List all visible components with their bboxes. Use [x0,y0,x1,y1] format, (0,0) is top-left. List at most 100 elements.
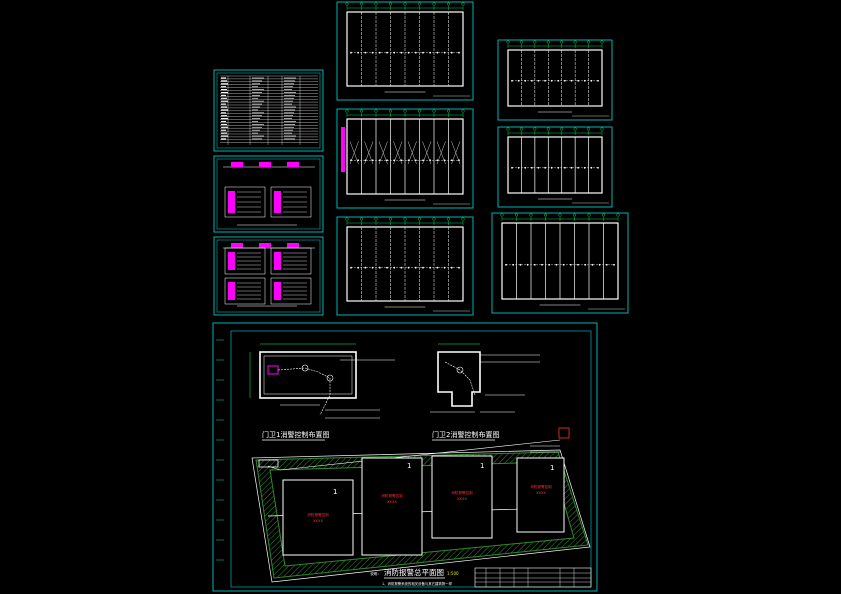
sheet-wiring-diagram-2[interactable] [213,236,324,316]
sheet-floor-plan-2[interactable] [336,108,474,209]
axis-bubble [544,213,548,217]
module-symbol [228,252,235,270]
floor-plan-content [341,109,470,205]
device-symbol [429,159,432,162]
sheet-border [491,212,629,314]
axis-bubble [374,217,378,221]
axis-bubble [587,40,591,44]
device-symbol [378,266,381,269]
sheet-floor-plan-4[interactable] [497,39,613,121]
device-symbol [436,51,439,54]
axis-bubble [602,213,606,217]
diagram-box [270,277,312,305]
device-symbol [598,263,601,266]
sheet-floor-plan-1[interactable] [336,1,474,101]
device-symbol [414,266,417,269]
building-number: 1 [550,464,554,472]
device-symbol [414,159,417,162]
site-boundary [251,449,591,583]
diagram-box [224,247,266,275]
guard-house-wall [259,351,357,399]
device-symbol [517,79,520,82]
building-block-3[interactable]: 1 消防报警控制 XXXX [431,455,493,539]
site-plan[interactable]: 1 消防报警控制 XXXX 1 消防报警控制 XXXX 1 消防报警控制 XXX… [251,427,591,583]
axis-bubble [403,2,407,6]
device-symbol [350,159,352,162]
device-symbol [357,159,360,162]
device-symbol [613,263,615,266]
device-symbol [407,51,410,54]
axis-bubble [506,40,510,44]
sheet-inner-border [230,330,592,588]
device-symbol [530,79,533,82]
axis-bubble [506,127,510,131]
sheet-border [497,126,613,208]
device-symbol [443,159,446,162]
building-outline [431,455,493,539]
axis-bubble [461,217,465,221]
device-symbol [393,266,396,269]
floor-plan-content [345,217,470,312]
device-symbol [557,166,560,169]
panel-symbol [287,162,299,167]
axis-bubble [360,217,364,221]
device-symbol [436,159,439,162]
device-symbol [357,266,360,269]
axis-bubble [461,109,465,113]
sheet-legend-table[interactable] [213,69,324,152]
guard-house-plan-right[interactable]: 门卫2消警控制布置图 [430,343,540,441]
axis-bubble [515,213,519,217]
building-label-sub: XXXX [313,519,323,523]
title-block-grid [475,568,591,587]
device-symbol [570,79,573,82]
device-symbol [371,159,374,162]
module-symbol [228,191,235,213]
device-symbol [443,51,446,54]
sheet-border [336,1,474,101]
riser-symbol [341,127,345,172]
device-symbol [511,166,513,169]
axis-bubble [345,217,349,221]
device-symbol [530,166,533,169]
axis-bubble [360,2,364,6]
device-symbol [371,266,374,269]
device-symbol [550,166,553,169]
device-symbol [570,166,573,169]
building-label: 消防报警控制 [451,490,473,495]
title-block[interactable] [474,567,592,588]
sheet-inner-border [216,158,321,230]
axis-bubble [616,213,620,217]
site-plan-scale: 1:500 [447,571,459,576]
plan-title-right: 门卫2消警控制布置图 [432,430,499,439]
guard-house-wall [437,351,481,407]
building-label-sub: XXXX [387,500,397,504]
sheet-floor-plan-6[interactable] [491,212,629,314]
floor-plan-content [345,2,470,97]
device-symbol [550,79,553,82]
site-plan-title: 消防报警总平面图 [384,567,444,577]
module-symbol [274,282,281,300]
device-symbol [512,263,515,266]
wiring-run [277,367,331,416]
axis-bubble [533,40,537,44]
sheet-site-plan[interactable]: 门卫1消警控制布置图 门卫2消警控制布置图 [212,322,598,592]
device-symbol [450,159,453,162]
building-block-1[interactable]: 1 消防报警控制 XXXX [282,479,354,556]
sheet-floor-plan-5[interactable] [497,126,613,208]
building-block-4[interactable]: 1 消防报警控制 XXXX [516,457,565,533]
device-symbol [458,51,460,54]
device-symbol [458,159,460,162]
device-symbol [422,51,424,54]
guard-house-plan-left[interactable]: 门卫1消警控制布置图 [249,343,395,441]
axis-bubble [587,213,591,217]
sheet-wiring-diagram-1[interactable] [213,155,324,233]
sheet-border [497,39,613,121]
sheet-floor-plan-3[interactable] [336,216,474,316]
wiring-run [451,141,461,165]
axis-bubble [418,2,422,6]
device-symbol [583,79,586,82]
axis-bubble [533,127,537,131]
building-block-2[interactable]: 1 消防报警控制 XXXX [361,457,423,556]
module-symbol [274,252,281,270]
